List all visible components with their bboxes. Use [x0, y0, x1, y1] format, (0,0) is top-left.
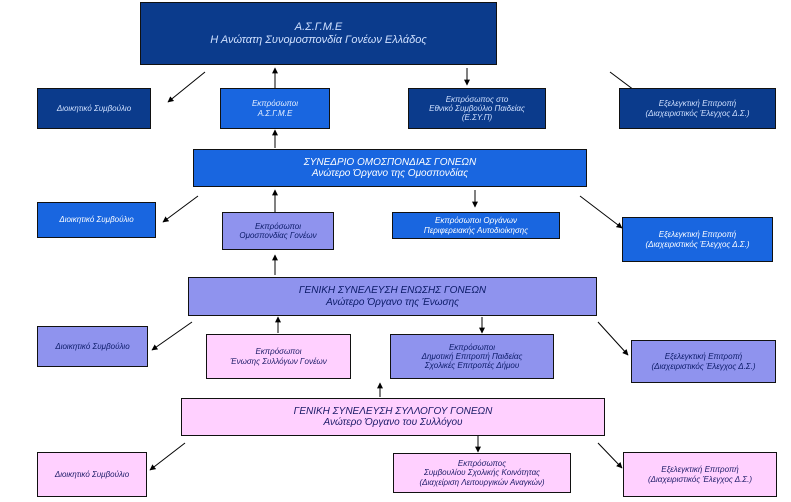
l2-board-box: Διοικητικό Συμβούλιο — [37, 202, 156, 238]
l4-audit-line2: (Διαχειριστικός Έλεγχος Δ.Σ.) — [648, 474, 752, 484]
l4-audit-line1: Εξελεγκτική Επιτροπή — [661, 465, 739, 475]
arrow-l3-audit — [597, 321, 629, 356]
association-assembly-subtitle: Ανώτερο Όργανο του Συλλόγου — [323, 417, 463, 428]
l1-national-box: Εκπρόσωπος στο Εθνικό Συμβούλιο Παιδείας… — [408, 88, 546, 129]
l1-national-line2: Εθνικό Συμβούλιο Παιδείας — [429, 103, 525, 113]
l4-audit-box: Εξελεγκτική Επιτροπή (Διαχειριστικός Έλε… — [623, 452, 777, 497]
l2-regional-line1: Εκπρόσωποι Οργάνων — [435, 216, 517, 226]
l1-reps-line2: Α.Σ.Γ.Μ.Ε — [257, 108, 293, 118]
l1-audit-line1: Εξελεγκτική Επιτροπή — [658, 99, 737, 109]
l3-reps-box: Εκπρόσωποι Ένωσης Συλλόγων Γονέων — [206, 334, 351, 379]
union-assembly-box: ΓΕΝΙΚΗ ΣΥΝΕΛΕΥΣΗ ΕΝΩΣΗΣ ΓΟΝΕΩΝ Ανώτερο Ό… — [188, 277, 597, 316]
l3-audit-line1: Εξελεγκτική Επιτροπή — [664, 352, 743, 362]
l3-audit-box: Εξελεγκτική Επιτροπή (Διαχειριστικός Έλε… — [631, 340, 776, 383]
arrow-l4-board — [149, 442, 186, 471]
union-assembly-subtitle: Ανώτερο Όργανο της Ένωσης — [325, 296, 460, 308]
l4-council-line3: (Διαχείριση Λειτουργικών Αναγκών) — [419, 477, 545, 487]
asgme-top-box: Α.Σ.Γ.Μ.Ε Η Ανώτατη Συνομοσπονδία Γονέων… — [140, 2, 497, 65]
l1-national-line3: (Ε.ΣΥ.Π) — [461, 113, 493, 123]
l1-reps-line1: Εκπρόσωποι — [251, 99, 299, 109]
arrow-l1-board — [167, 71, 206, 103]
l4-board-box: Διοικητικό Συμβούλιο — [37, 452, 147, 497]
l4-council-box: Εκπρόσωπος Συμβουλίου Σχολικής Κοινότητα… — [393, 453, 571, 493]
l1-board-box: Διοικητικό Συμβούλιο — [37, 88, 151, 129]
l4-council-line2: Συμβουλίου Σχολικής Κοινότητας — [423, 468, 541, 478]
association-assembly-title: ΓΕΝΙΚΗ ΣΥΝΕΛΕΥΣΗ ΣΥΛΛΟΓΟΥ ΓΟΝΕΩΝ — [293, 405, 493, 417]
l1-national-line1: Εκπρόσωπος στο — [445, 94, 509, 104]
l3-reps-line2: Ένωσης Συλλόγων Γονέων — [230, 356, 327, 366]
arrow-l2-board — [162, 195, 199, 223]
l1-reps-box: Εκπρόσωποι Α.Σ.Γ.Μ.Ε — [220, 88, 330, 129]
asgme-title: Α.Σ.Γ.Μ.Ε — [294, 20, 343, 33]
congress-subtitle: Ανώτερο Όργανο της Ομοσπονδίας — [311, 168, 469, 179]
l2-regional-box: Εκπρόσωποι Οργάνων Περιφερειακής Αυτοδιο… — [392, 212, 560, 239]
l1-audit-line2: (Διαχειριστικός Έλεγχος Δ.Σ.) — [645, 108, 750, 118]
l2-regional-line2: Περιφερειακής Αυτοδιοίκησης — [423, 225, 529, 235]
association-assembly-box: ΓΕΝΙΚΗ ΣΥΝΕΛΕΥΣΗ ΣΥΛΛΟΓΟΥ ΓΟΝΕΩΝ Ανώτερο… — [181, 398, 605, 436]
l3-audit-line2: (Διαχειριστικός Έλεγχος Δ.Σ.) — [651, 361, 756, 371]
l1-audit-box: Εξελεγκτική Επιτροπή (Διαχειριστικός Έλε… — [619, 88, 776, 129]
arrow-l4-audit — [597, 442, 623, 469]
l3-municipal-line2: Δημοτική Επιτροπή Παιδείας — [421, 351, 523, 361]
union-assembly-title: ΓΕΝΙΚΗ ΣΥΝΕΛΕΥΣΗ ΕΝΩΣΗΣ ΓΟΝΕΩΝ — [298, 285, 487, 296]
l1-board-label: Διοικητικό Συμβούλιο — [56, 103, 132, 113]
l3-municipal-line3: Σχολικές Επιτροπές Δήμου — [424, 361, 520, 371]
l2-audit-line1: Εξελεγκτική Επιτροπή — [658, 230, 737, 240]
l3-board-label: Διοικητικό Συμβούλιο — [55, 341, 130, 351]
l2-reps-box: Εκπρόσωποι Ομοσπονδίας Γονέων — [222, 212, 334, 250]
l3-municipal-box: Εκπρόσωποι Δημοτική Επιτροπή Παιδείας Σχ… — [390, 334, 554, 379]
congress-title: ΣΥΝΕΔΡΙΟ ΟΜΟΣΠΟΝΔΙΑΣ ΓΟΝΕΩΝ — [303, 156, 477, 168]
l2-reps-line1: Εκπρόσωποι — [254, 221, 302, 231]
l4-board-label: Διοικητικό Συμβούλιο — [54, 469, 130, 479]
asgme-subtitle: Η Ανώτατη Συνομοσπονδία Γονέων Ελλάδος — [210, 33, 427, 46]
l4-council-line1: Εκπρόσωπος — [457, 459, 507, 469]
l2-board-label: Διοικητικό Συμβούλιο — [59, 215, 134, 225]
l3-reps-line1: Εκπρόσωποι — [255, 347, 302, 357]
l3-municipal-line1: Εκπρόσωποι — [448, 342, 496, 352]
arrow-l2-audit — [579, 195, 623, 229]
l2-audit-line2: (Διαχειριστικός Έλεγχος Δ.Σ.) — [645, 239, 750, 249]
l2-reps-line2: Ομοσπονδίας Γονέων — [239, 231, 317, 240]
arrow-l3-board — [151, 321, 193, 351]
l3-board-box: Διοικητικό Συμβούλιο — [37, 326, 148, 367]
l2-audit-box: Εξελεγκτική Επιτροπή (Διαχειριστικός Έλε… — [622, 217, 773, 262]
congress-box: ΣΥΝΕΔΡΙΟ ΟΜΟΣΠΟΝΔΙΑΣ ΓΟΝΕΩΝ Ανώτερο Όργα… — [193, 149, 587, 187]
